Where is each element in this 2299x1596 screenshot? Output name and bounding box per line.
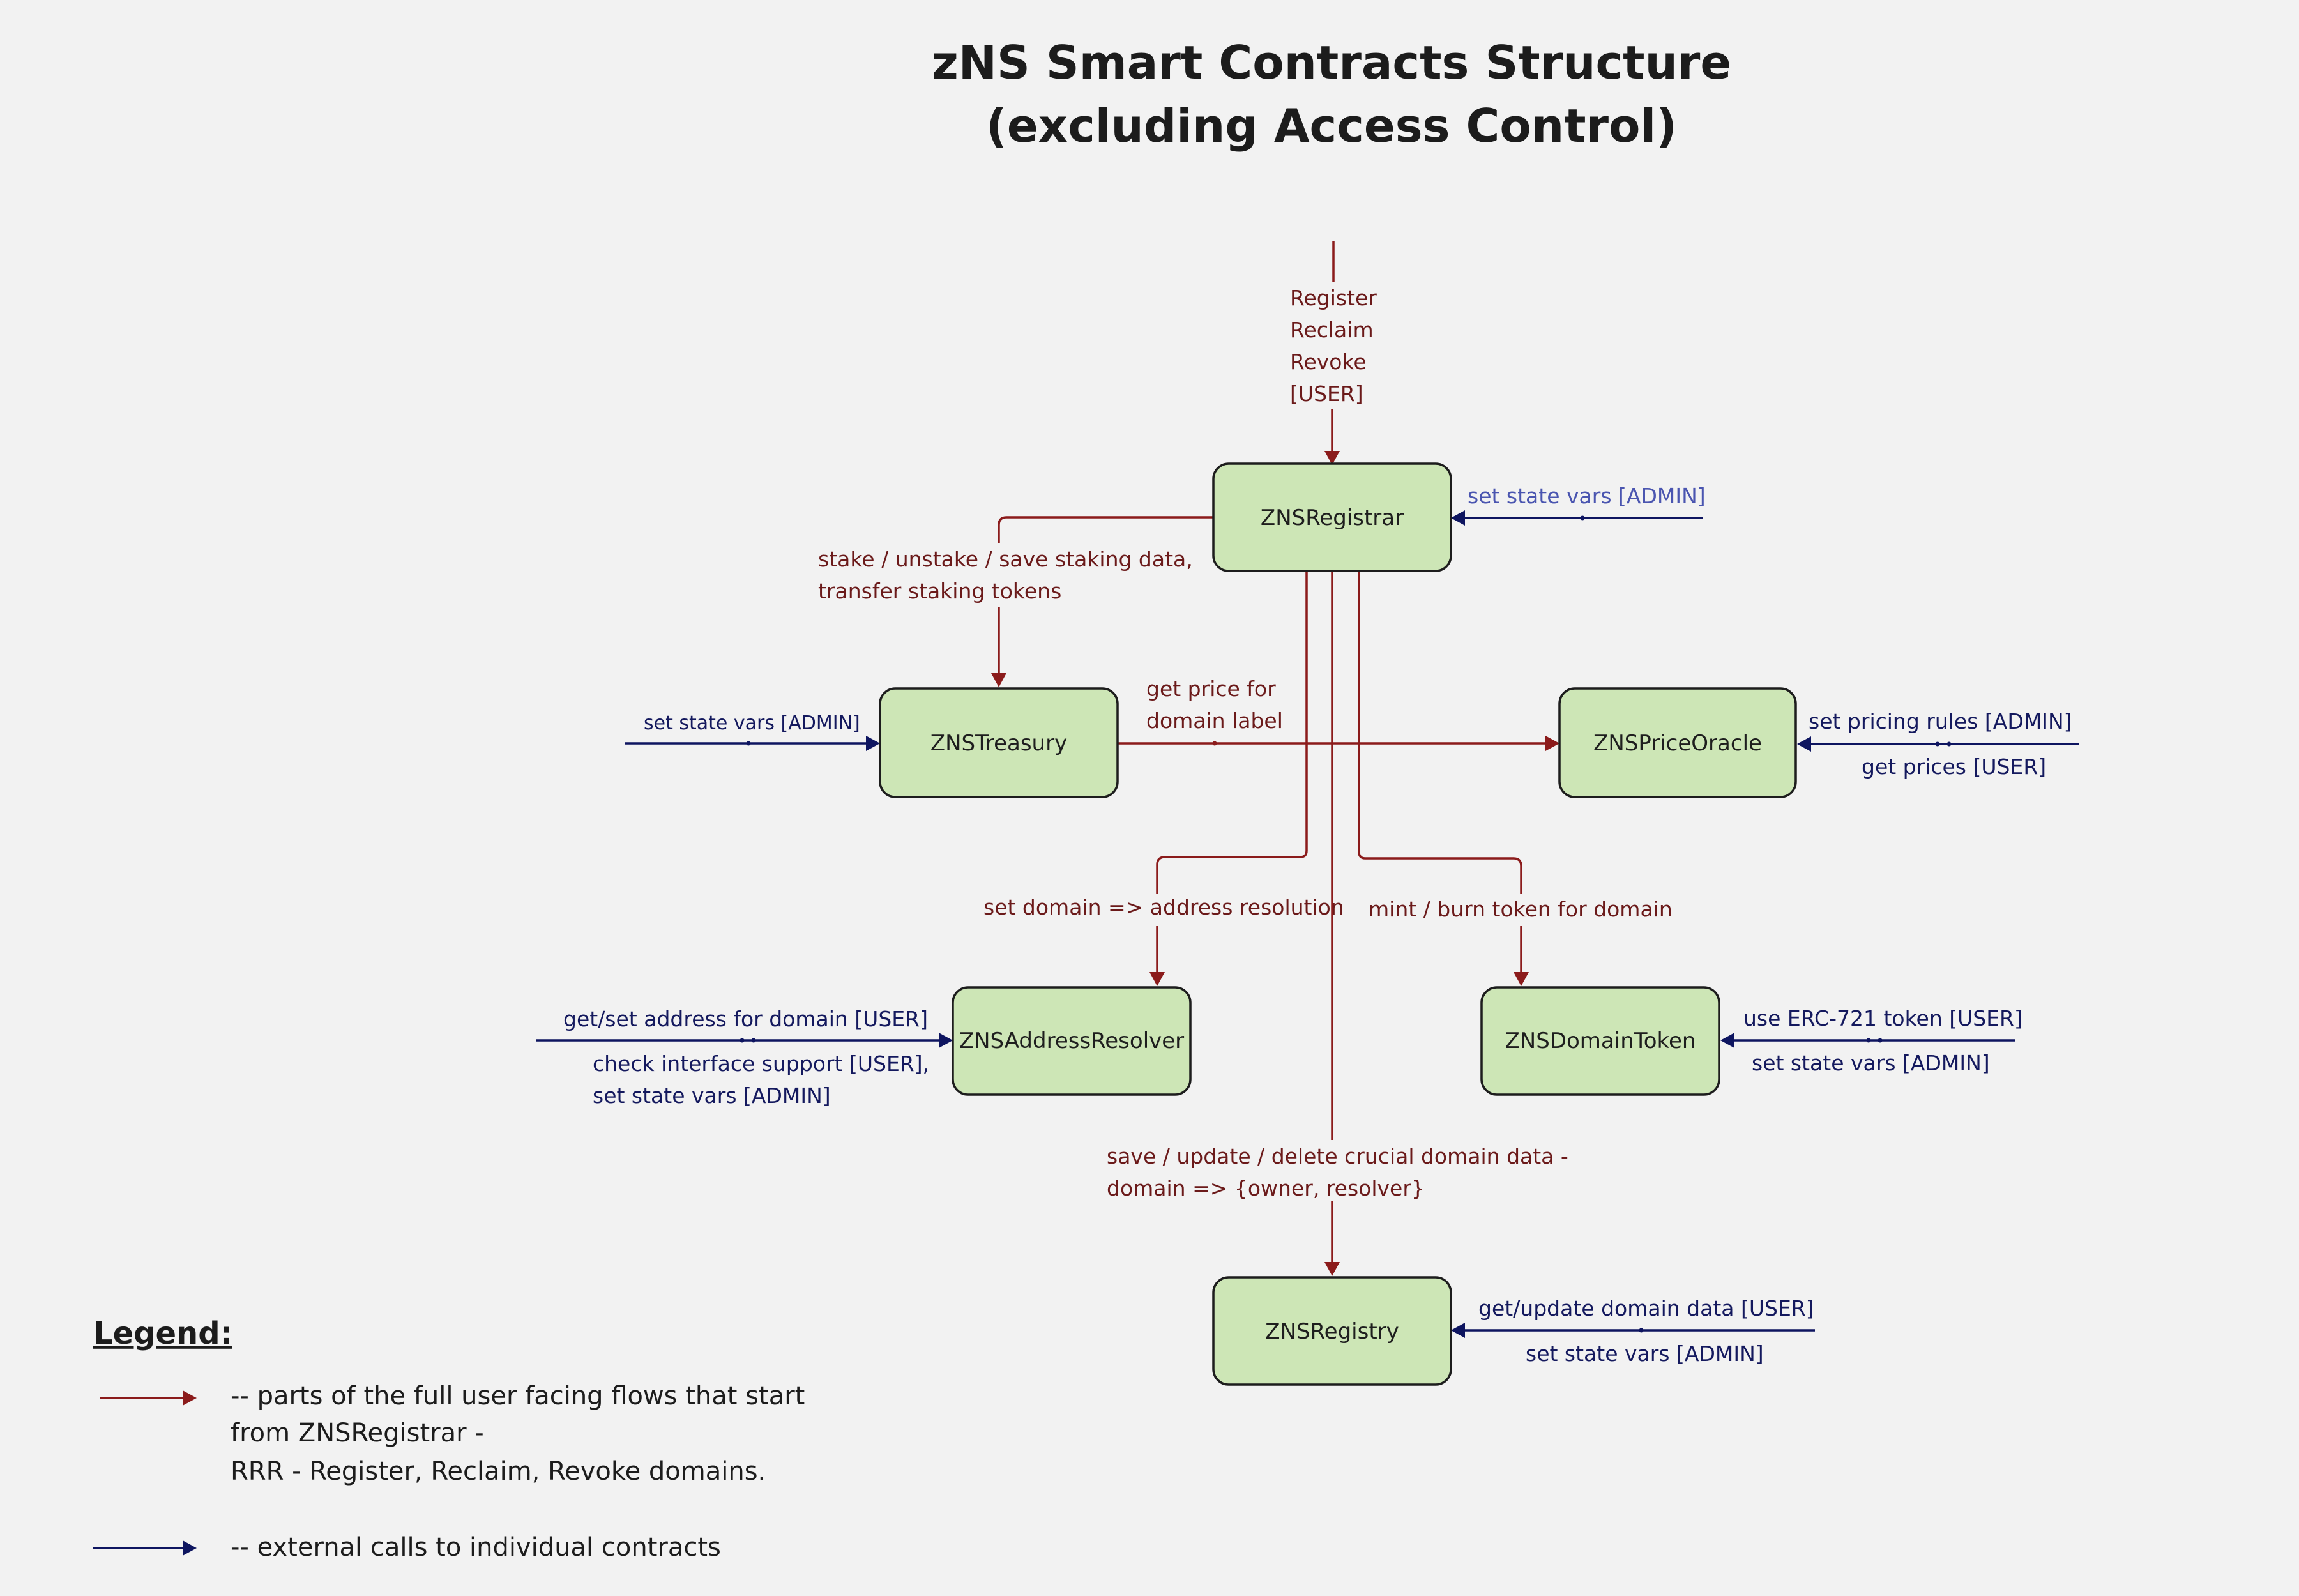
legend-red-text-line3: RRR - Register, Reclaim, Revoke domains. xyxy=(231,1457,766,1486)
token-arrowhead xyxy=(1514,972,1529,986)
node-zns-price-oracle-label: ZNSPriceOracle xyxy=(1593,731,1762,756)
legend: Legend: -- parts of the full user facing… xyxy=(93,1316,805,1562)
node-zns-registrar-label: ZNSRegistrar xyxy=(1261,505,1404,531)
resolver-external-arrowhead xyxy=(939,1033,953,1048)
registry-external-midpoint xyxy=(1639,1328,1644,1333)
diagram-title-line2: (excluding Access Control) xyxy=(986,99,1677,153)
treasury-arrowhead xyxy=(991,673,1006,687)
token-external-dot-a xyxy=(1866,1038,1871,1043)
resolver-get-set-label: get/set address for domain [USER] xyxy=(563,1007,928,1031)
entry-label-reclaim: Reclaim xyxy=(1290,317,1374,342)
node-zns-domain-token: ZNSDomainToken xyxy=(1480,986,1720,1096)
entry-label-register: Register xyxy=(1290,285,1377,310)
entry-label-user: [USER] xyxy=(1290,381,1363,406)
token-flow-label: mint / burn token for domain xyxy=(1369,897,1673,922)
resolver-interface-label-line2: set state vars [ADMIN] xyxy=(593,1083,831,1108)
registry-external-arrowhead xyxy=(1451,1323,1465,1338)
oracle-external-arrowhead xyxy=(1797,736,1811,752)
registrar-admin-label: set state vars [ADMIN] xyxy=(1468,483,1706,508)
node-zns-address-resolver: ZNSAddressResolver xyxy=(952,986,1192,1096)
price-label-line2: domain label xyxy=(1146,708,1283,733)
oracle-pricing-rules-label: set pricing rules [ADMIN] xyxy=(1809,709,2072,734)
resolver-flow-label: set domain => address resolution xyxy=(983,895,1344,920)
legend-blue-arrowhead xyxy=(183,1540,197,1556)
legend-blue-text: -- external calls to individual contract… xyxy=(231,1533,721,1562)
registry-arrowhead xyxy=(1324,1262,1340,1276)
oracle-get-prices-label: get prices [USER] xyxy=(1862,754,2046,779)
registry-flow-label-line2: domain => {owner, resolver} xyxy=(1107,1176,1425,1201)
diagram-title-line1: zNS Smart Contracts Structure xyxy=(932,36,1731,89)
stake-label-line2: transfer staking tokens xyxy=(818,579,1061,604)
registrar-to-token-line xyxy=(1358,572,1522,894)
resolver-external-dot-a xyxy=(740,1038,745,1043)
oracle-arrowhead xyxy=(1545,736,1559,751)
legend-red-text-line1: -- parts of the full user facing flows t… xyxy=(231,1381,805,1411)
node-zns-registry-label: ZNSRegistry xyxy=(1265,1319,1399,1344)
token-external-dot-b xyxy=(1878,1038,1883,1043)
token-erc721-label: use ERC-721 token [USER] xyxy=(1743,1006,2022,1031)
token-admin-label: set state vars [ADMIN] xyxy=(1752,1051,1990,1075)
legend-red-text-line2: from ZNSRegistrar - xyxy=(231,1418,484,1448)
oracle-external-dot-a xyxy=(1935,741,1940,747)
token-external-arrowhead xyxy=(1720,1033,1734,1048)
entry-label-revoke: Revoke xyxy=(1290,349,1367,374)
treasury-admin-midpoint xyxy=(746,741,751,746)
treasury-admin-arrowhead xyxy=(866,736,880,751)
legend-title: Legend: xyxy=(93,1316,232,1351)
registrar-admin-midpoint xyxy=(1580,515,1585,521)
resolver-external-dot-b xyxy=(751,1038,756,1043)
node-zns-treasury: ZNSTreasury xyxy=(879,687,1119,798)
node-zns-treasury-label: ZNSTreasury xyxy=(930,731,1067,756)
oracle-external-dot-b xyxy=(1946,741,1952,747)
registry-flow-label-line1: save / update / delete crucial domain da… xyxy=(1107,1144,1568,1169)
registrar-to-treasury-line xyxy=(998,516,1213,543)
node-zns-address-resolver-label: ZNSAddressResolver xyxy=(959,1028,1184,1054)
treasury-admin-label: set state vars [ADMIN] xyxy=(644,712,860,734)
treasury-oracle-midpoint xyxy=(1212,741,1217,746)
registry-admin-label: set state vars [ADMIN] xyxy=(1526,1341,1764,1366)
price-label-line1: get price for xyxy=(1146,676,1276,701)
stake-label-line1: stake / unstake / save staking data, xyxy=(818,547,1193,572)
node-zns-registrar: ZNSRegistrar xyxy=(1212,462,1452,572)
registrar-admin-arrowhead xyxy=(1451,510,1465,526)
registry-get-update-label: get/update domain data [USER] xyxy=(1478,1296,1814,1321)
node-zns-registry: ZNSRegistry xyxy=(1212,1276,1452,1386)
entry-arrowhead xyxy=(1324,451,1340,465)
resolver-interface-label-line1: check interface support [USER], xyxy=(593,1051,929,1076)
registrar-to-resolver-line xyxy=(1156,572,1308,894)
node-zns-domain-token-label: ZNSDomainToken xyxy=(1505,1028,1696,1054)
resolver-arrowhead xyxy=(1150,972,1165,986)
legend-red-arrowhead xyxy=(183,1390,197,1406)
node-zns-price-oracle: ZNSPriceOracle xyxy=(1558,687,1797,798)
